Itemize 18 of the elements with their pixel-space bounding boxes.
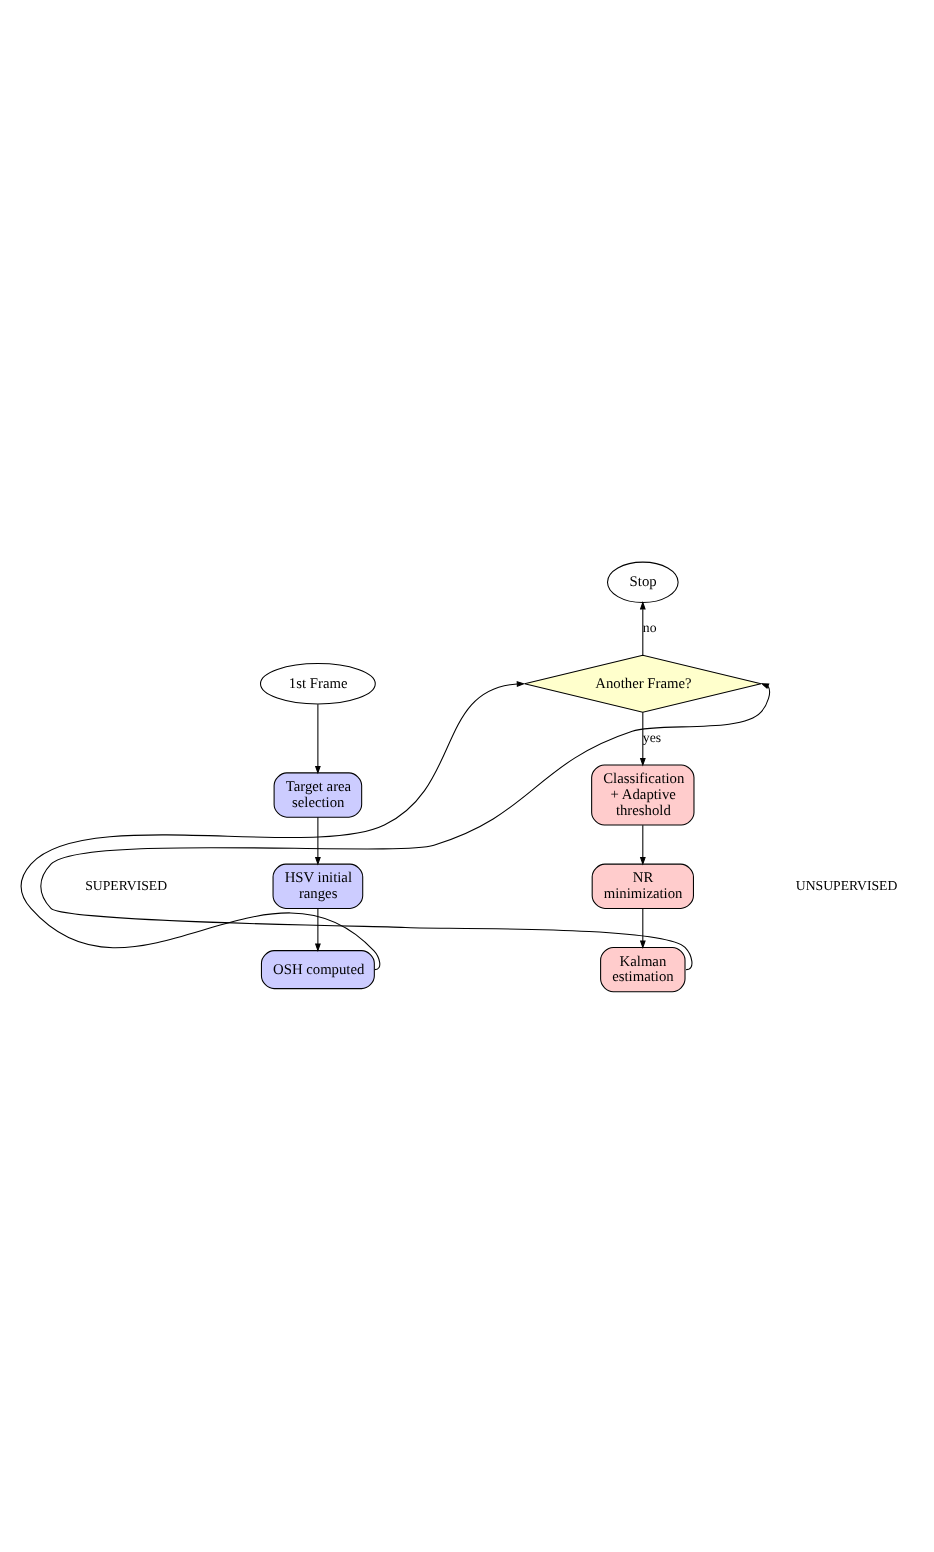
arrow xyxy=(314,907,321,951)
arrow xyxy=(40,682,771,970)
node-box: Classification + Adaptive threshold xyxy=(591,763,695,825)
arrow xyxy=(639,710,646,766)
arrow xyxy=(639,907,646,948)
node-box: HSV initial ranges xyxy=(272,862,364,908)
arrow xyxy=(639,599,646,655)
arrow xyxy=(314,702,321,774)
arrow xyxy=(314,815,321,865)
arrow xyxy=(639,823,646,865)
node-box: Kalman estimation xyxy=(600,945,686,992)
node-ellipse: Stop xyxy=(607,560,679,603)
node-box: Target area selection xyxy=(273,771,363,817)
node-ellipse: 1st Frame xyxy=(260,661,376,704)
node-diamond: Another Frame? xyxy=(524,653,762,712)
node-box: OSH computed xyxy=(260,949,375,989)
arrow xyxy=(20,680,526,970)
node-box: NR minimization xyxy=(591,862,694,908)
